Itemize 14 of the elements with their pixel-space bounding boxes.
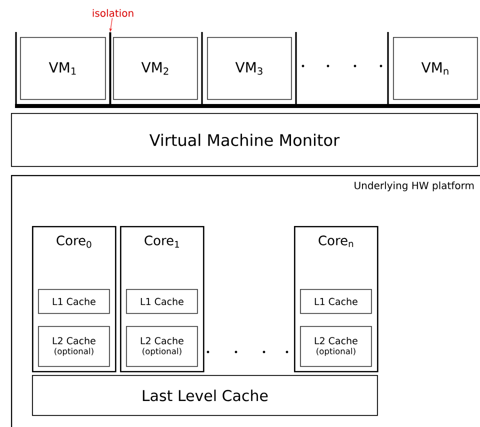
monitor-box: Virtual Machine Monitor	[11, 112, 478, 167]
separator-line	[109, 32, 112, 106]
vm-box: VM$_{2}$	[113, 36, 198, 100]
cache-box: L1 Cache	[38, 288, 110, 314]
cache-box: L2 Cache (optional)	[38, 326, 110, 367]
cache-box: L1 Cache	[300, 288, 372, 314]
cache-box: L2 Cache (optional)	[126, 326, 198, 367]
isolation-label: isolation	[92, 9, 134, 17]
cache-box: L2 Cache (optional)	[300, 326, 372, 367]
vm-box: VM$_{3}$	[207, 36, 292, 100]
cache-box: L1 Cache	[126, 288, 198, 314]
cache-box: Last Level Cache	[32, 374, 378, 416]
vm-box: VM$_{n}$	[393, 36, 478, 100]
vm-box: VM$_{1}$	[20, 36, 106, 100]
